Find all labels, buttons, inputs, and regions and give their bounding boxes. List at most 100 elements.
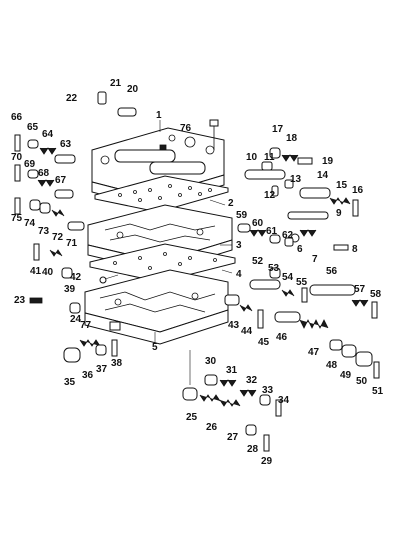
- callout-42: 42: [70, 272, 82, 283]
- callout-3: 3: [236, 240, 242, 251]
- callout-45: 45: [258, 337, 270, 348]
- spring-part-54: [281, 289, 295, 297]
- callout-76: 76: [180, 123, 192, 134]
- callout-8: 8: [352, 244, 358, 255]
- separator-plate-upper: [94, 175, 229, 213]
- callout-24: 24: [70, 314, 82, 325]
- callout-11: 11: [264, 152, 275, 163]
- callout-53: 53: [268, 263, 280, 274]
- clip-part-23: [29, 297, 43, 304]
- callout-14: 14: [317, 170, 329, 181]
- plug-part-37: [95, 344, 107, 356]
- callout-27: 27: [227, 432, 239, 443]
- callout-58: 58: [370, 289, 382, 300]
- callout-23: 23: [14, 295, 26, 306]
- callout-43: 43: [228, 320, 240, 331]
- spring-part-60: [249, 229, 267, 237]
- spring-part-72: [51, 209, 65, 217]
- spring-part-18: [281, 154, 299, 162]
- pin-part-75: [14, 197, 21, 215]
- callout-49: 49: [340, 370, 352, 381]
- pin-part-51: [373, 361, 380, 379]
- spring-part-31: [219, 379, 237, 387]
- pin-part-66: [14, 134, 21, 152]
- lower-valve-body: [84, 269, 229, 345]
- pin-part-58: [371, 301, 378, 319]
- plug-part-74: [29, 199, 41, 211]
- callout-21: 21: [110, 78, 122, 89]
- spring-part-7: [299, 229, 317, 237]
- plug-part-69: [27, 169, 39, 179]
- spring-part-32: [239, 389, 257, 397]
- plug-part-43: [224, 294, 240, 306]
- spring-part-40: [49, 249, 63, 257]
- separator-plate-lower: [89, 243, 236, 283]
- upper-valve-body: [91, 127, 225, 208]
- callout-33: 33: [262, 385, 274, 396]
- callout-12: 12: [264, 190, 276, 201]
- callout-15: 15: [336, 180, 348, 191]
- callout-10: 10: [246, 152, 258, 163]
- callout-47: 47: [308, 347, 320, 358]
- callout-38: 38: [111, 358, 123, 369]
- plug-part-53: [269, 267, 281, 279]
- callout-35: 35: [64, 377, 76, 388]
- spring-part-68: [37, 179, 55, 187]
- pin-part-16: [352, 199, 359, 217]
- callout-73: 73: [38, 226, 50, 237]
- pin-part-12: [271, 185, 279, 197]
- spring-part-15: [329, 197, 351, 205]
- callout-64: 64: [42, 129, 54, 140]
- callout-67: 67: [55, 175, 67, 186]
- callout-44: 44: [241, 326, 253, 337]
- callout-59: 59: [236, 210, 248, 221]
- pin-part-45: [257, 309, 264, 329]
- pin-part-34: [275, 399, 282, 417]
- callout-32: 32: [246, 375, 258, 386]
- callout-22: 22: [66, 93, 78, 104]
- callout-68: 68: [38, 168, 50, 179]
- callout-25: 25: [186, 412, 198, 423]
- callout-18: 18: [286, 133, 298, 144]
- plug-part-24: [69, 302, 81, 314]
- callout-1: 1: [156, 110, 162, 121]
- plug-part-65: [27, 139, 39, 149]
- pin-part-70: [14, 164, 21, 182]
- callout-48: 48: [326, 360, 338, 371]
- bolt-part-77: [109, 321, 121, 331]
- spool-valve-part-56: [309, 284, 356, 296]
- plug-part-39: [61, 267, 73, 279]
- pin-part-38: [111, 339, 118, 357]
- callout-62: 62: [282, 230, 294, 241]
- plug-part-48: [329, 339, 343, 351]
- callout-66: 66: [11, 112, 23, 123]
- bolt-part-76: [209, 119, 219, 150]
- callout-16: 16: [352, 185, 364, 196]
- plug-part-73: [39, 202, 51, 214]
- callout-55: 55: [296, 277, 308, 288]
- callout-61: 61: [266, 226, 278, 237]
- plug-part-21: [97, 91, 107, 105]
- plug-part-28: [245, 424, 257, 436]
- pin-part-29: [263, 434, 270, 452]
- ball-part-42: [99, 276, 107, 284]
- spool-valve-part-63: [54, 154, 76, 164]
- callout-29: 29: [261, 456, 273, 467]
- plug-part-30: [204, 374, 218, 386]
- callout-71: 71: [66, 238, 78, 249]
- callout-50: 50: [356, 376, 368, 387]
- plug-part-61: [269, 234, 281, 244]
- spool-valve-part-14: [299, 187, 331, 199]
- plug-part-33: [259, 394, 271, 406]
- callout-5: 5: [152, 342, 158, 353]
- retainer-part-19: [297, 157, 313, 165]
- pin-part-55: [301, 287, 308, 303]
- callout-30: 30: [205, 356, 217, 367]
- sleeve-part-11: [261, 161, 273, 171]
- callout-9: 9: [336, 208, 342, 219]
- spool-valve-part-71: [67, 221, 85, 231]
- plug-part-50: [355, 351, 373, 367]
- pin-part-41: [33, 243, 40, 261]
